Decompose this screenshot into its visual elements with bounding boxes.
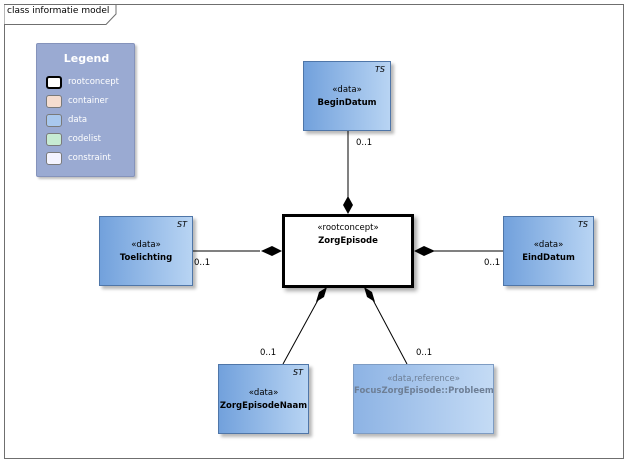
class-tag: ST: [177, 220, 187, 229]
class-begindatum[interactable]: TS «data» BeginDatum: [303, 61, 391, 131]
class-name: FocusZorgEpisode::Probleem: [354, 386, 494, 396]
class-tag: TS: [375, 65, 385, 74]
aggregation-diamond-toelichting: [261, 246, 282, 256]
multiplicity-probleem: 0..1: [416, 348, 433, 358]
class-stereotype: «data»: [332, 85, 362, 95]
legend-swatch: [46, 95, 62, 108]
multiplicity-toelichting: 0..1: [194, 258, 211, 268]
class-focuszorgepisode-probleem[interactable]: «data,reference» FocusZorgEpisode::Probl…: [353, 364, 494, 434]
legend-label: container: [68, 96, 109, 106]
legend-swatch: [46, 76, 62, 89]
class-name: ZorgEpisodeNaam: [219, 401, 308, 411]
class-name: Toelichting: [119, 253, 173, 263]
class-stereotype: «data»: [533, 240, 564, 250]
legend: Legend rootconcept container data codeli…: [36, 43, 135, 177]
class-einddatum[interactable]: TS «data» EindDatum: [503, 216, 594, 286]
class-name: EindDatum: [522, 253, 575, 263]
class-name: BeginDatum: [317, 98, 377, 108]
legend-label: rootconcept: [68, 77, 119, 87]
frame-title: class informatie model: [7, 6, 110, 16]
legend-title: Legend: [63, 52, 110, 65]
aggregation-diamond-begin: [343, 196, 353, 214]
class-stereotype: «data»: [248, 388, 279, 398]
legend-swatch: [46, 133, 62, 146]
class-zorgepisode-root[interactable]: «rootconcept» ZorgEpisode: [282, 214, 414, 288]
class-stereotype: «data»: [131, 240, 161, 250]
multiplicity-naam: 0..1: [260, 348, 277, 358]
legend-label: constraint: [68, 153, 111, 163]
legend-swatch: [46, 152, 62, 165]
multiplicity-begin: 0..1: [356, 138, 373, 148]
aggregation-diamond-probleem: [364, 287, 375, 302]
aggregation-diamond-eind: [414, 246, 435, 256]
class-tag: ST: [293, 368, 303, 377]
class-stereotype: «data,reference»: [387, 374, 460, 384]
class-stereotype: «rootconcept»: [317, 223, 379, 233]
aggregation-diamond-naam: [316, 287, 327, 302]
class-name: ZorgEpisode: [318, 236, 378, 246]
class-zorgepisodenaam[interactable]: ST «data» ZorgEpisodeNaam: [218, 364, 309, 434]
class-tag: TS: [578, 220, 588, 229]
association-naam: [282, 299, 319, 365]
multiplicity-eind: 0..1: [484, 258, 501, 268]
legend-swatch: [46, 114, 62, 127]
legend-label: data: [68, 115, 88, 125]
association-probleem: [372, 299, 408, 365]
class-toelichting[interactable]: ST «data» Toelichting: [99, 216, 193, 286]
legend-label: codelist: [68, 134, 101, 144]
